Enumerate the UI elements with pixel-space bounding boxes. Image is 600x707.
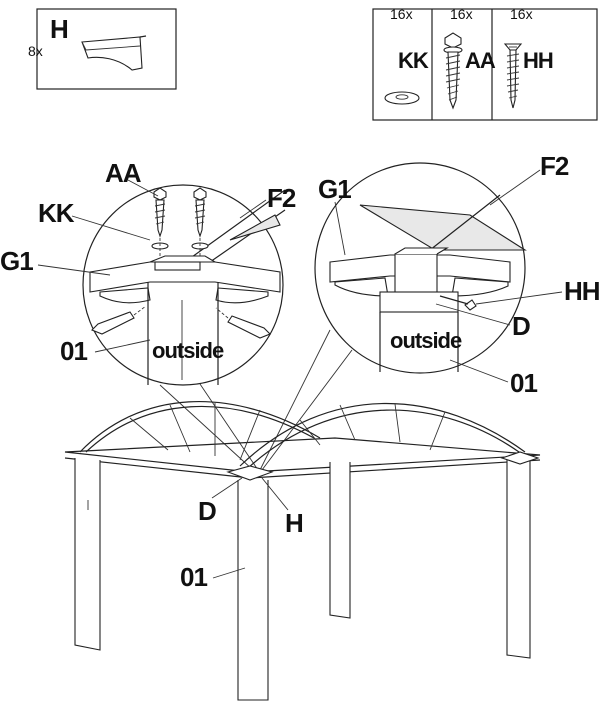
aa-screw-right-icon [193, 187, 207, 238]
washer-kk-icon [384, 91, 420, 105]
post-back-right [500, 451, 540, 659]
label-outside-right: outside [390, 328, 462, 353]
part-h-box: H 8x [28, 8, 177, 90]
hh-screw-icon [439, 295, 477, 311]
label-g1-right: G1 [318, 174, 351, 204]
left-detail-circle: AA KK G1 F2 01 outside [0, 158, 297, 386]
bracket-h-icon [81, 35, 147, 71]
label-d-right: D [512, 311, 530, 341]
hardware-aa-qty: 16x [450, 6, 473, 22]
hardware-kk-code: KK [398, 48, 429, 73]
label-f2-right: F2 [540, 151, 569, 181]
label-h-main: H [285, 508, 303, 538]
side-screw-left-icon [91, 305, 147, 335]
part-h-quantity: 8x [28, 43, 43, 59]
post-front-left [74, 458, 101, 651]
label-g1-left: G1 [0, 246, 33, 276]
hardware-hh-code: HH [523, 48, 553, 73]
label-01-left: 01 [60, 336, 87, 366]
label-d-main: D [198, 496, 216, 526]
label-01-right: 01 [510, 368, 537, 398]
hardware-aa-code: AA [465, 48, 496, 73]
hardware-hh-qty: 16x [510, 6, 533, 22]
screw-aa-icon [443, 32, 463, 110]
post-front-center [226, 465, 274, 701]
label-outside-left: outside [152, 338, 224, 363]
gazebo-frame: D H 01 [64, 401, 541, 701]
screw-hh-icon [503, 43, 523, 109]
hardware-box: 16x 16x 16x KK AA HH [372, 6, 598, 121]
aa-screw-left-icon [153, 187, 167, 238]
post-back-center [329, 462, 351, 619]
part-h-letter: H [50, 14, 68, 44]
label-01-main: 01 [180, 562, 207, 592]
detail-leader-lines [159, 329, 353, 471]
side-screw-right-icon [215, 307, 271, 339]
right-detail-circle: G1 F2 HH D outside 01 [314, 151, 600, 398]
label-aa-left: AA [105, 158, 142, 188]
hardware-kk-qty: 16x [390, 6, 413, 22]
label-kk-left: KK [38, 198, 75, 228]
label-f2-left: F2 [267, 183, 296, 213]
label-hh-right: HH [564, 276, 600, 306]
